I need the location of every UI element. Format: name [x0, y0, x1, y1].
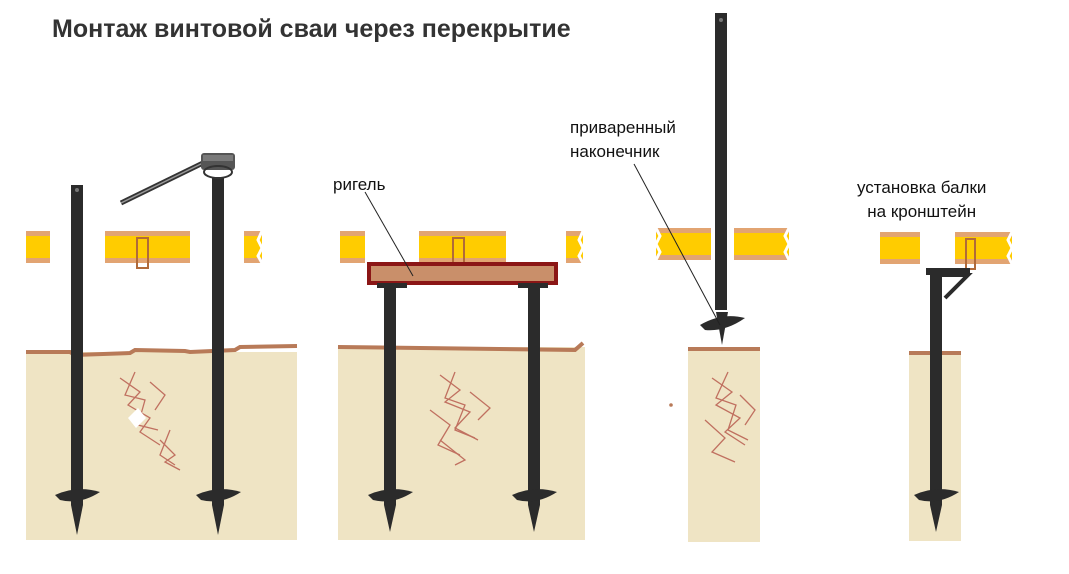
screw-pile-1a [55, 185, 100, 535]
floor-beam-2a [340, 231, 365, 263]
page-title: Монтаж винтовой сваи через перекрытие [52, 15, 571, 43]
soil-block-2 [338, 347, 585, 540]
bracket-icon [926, 268, 973, 300]
screw-pile-2b [512, 288, 557, 532]
beam-bracket-label: установка балки на кронштейн [857, 176, 986, 224]
screw-pile-4 [914, 275, 959, 532]
soil-dot [669, 403, 673, 407]
floor-beam-2c [566, 230, 585, 264]
ground-line-2 [337, 341, 585, 353]
floor-beam-1c [244, 230, 264, 264]
crossbar-rigel [367, 262, 558, 288]
screw-pile-3 [700, 13, 745, 345]
floor-beam-3b [734, 227, 791, 261]
screw-pile-2a [368, 288, 413, 532]
crossbar-pointer-line [364, 191, 414, 277]
welded-tip-pointer-line [633, 163, 721, 326]
floor-beam-2b [419, 231, 506, 269]
drive-lever-icon [119, 153, 235, 206]
welded-tip-label-line-1: приваренный [570, 118, 676, 137]
soil-cracks-2 [429, 371, 491, 466]
screw-pile-1b [196, 178, 241, 535]
floor-beam-1a [26, 231, 50, 263]
panel-2-crossbar [337, 191, 585, 540]
soil-cracks-1 [119, 371, 181, 471]
floor-beam-3a [654, 227, 711, 261]
panel-1-screwing [26, 153, 298, 540]
floor-beam-4a [880, 232, 920, 264]
welded-tip-label-line-2: наконечник [570, 142, 660, 161]
soil-block-1 [26, 352, 297, 540]
beam-bracket-label-line-2: на кронштейн [867, 202, 977, 221]
panel-4-bracket [880, 231, 1014, 541]
soil-block-3 [688, 349, 760, 542]
crossbar-label: ригель [333, 175, 386, 194]
welded-tip-label: приваренный наконечник [570, 116, 676, 164]
floor-beam-4b [955, 231, 1014, 270]
soil-cracks-3 [704, 371, 756, 463]
panel-3-welded-tip [633, 13, 791, 542]
beam-bracket-label-line-1: установка балки [857, 178, 987, 197]
floor-beam-1b [105, 231, 190, 269]
